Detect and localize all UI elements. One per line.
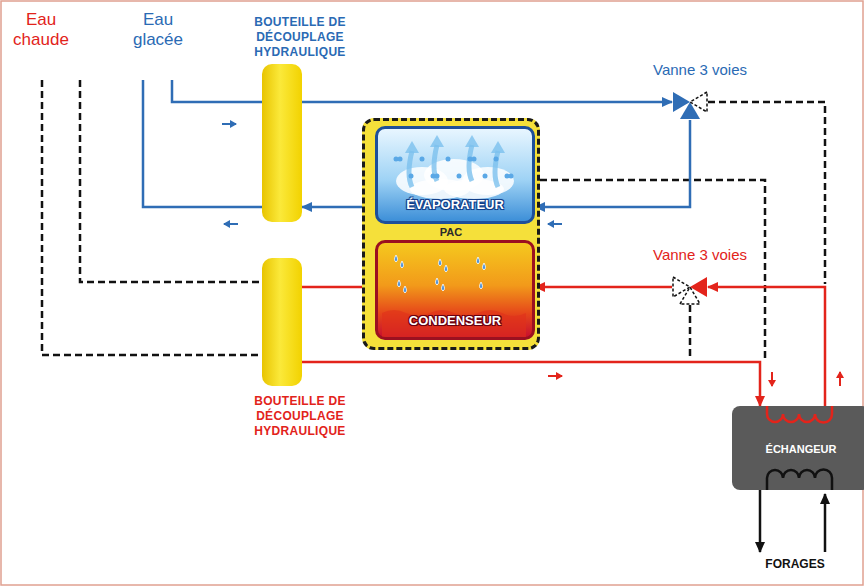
dashed-line (42, 80, 262, 355)
borehole-pipe (824, 494, 827, 552)
illustration (672, 84, 708, 120)
component-label: Vanne 3 voies (650, 61, 750, 78)
dashed-line (80, 80, 262, 282)
droplet (509, 174, 514, 179)
droplet (477, 257, 480, 264)
illustration (672, 269, 708, 305)
flow-arrow (548, 375, 562, 377)
droplet (436, 278, 439, 285)
condenser-box: CONDENSEUR (375, 240, 535, 340)
box-label: ÉCHANGEUR (732, 442, 864, 456)
droplet (472, 157, 477, 162)
evaporator-box: ÉVAPORATEUR (375, 126, 535, 224)
droplet (401, 261, 404, 268)
coil (767, 470, 832, 491)
droplet (395, 255, 398, 262)
pipe (143, 80, 262, 207)
flow-arrow (839, 372, 841, 386)
vapour-arrow (491, 141, 505, 153)
coil (767, 406, 832, 423)
droplet (480, 282, 483, 289)
text-label: FORAGES (752, 557, 838, 572)
droplet (398, 280, 401, 287)
pipe-connector (302, 362, 760, 406)
text-label: Eau chaude (10, 10, 72, 50)
flow-arrow (224, 223, 238, 225)
pipe-connector (302, 101, 672, 104)
droplet (483, 174, 488, 179)
borehole-pipe (759, 490, 762, 552)
droplet (404, 286, 407, 293)
box-label: PAC (365, 225, 537, 239)
vapour-arrow (430, 135, 444, 147)
component-label: BOUTEILLE DE DÉCOUPLAGE HYDRAULIQUE (248, 15, 352, 60)
vapour-arrow (495, 151, 498, 187)
text-label: Eau glacée (128, 10, 188, 50)
valve-triangle (690, 92, 707, 112)
droplet (409, 174, 414, 179)
component-label: Vanne 3 voies (650, 246, 750, 263)
dashed-line (689, 305, 692, 359)
pipe-connector (535, 120, 690, 207)
component-label: BOUTEILLE DE DÉCOUPLAGE HYDRAULIQUE (248, 394, 352, 439)
box-label: ÉVAPORATEUR (378, 197, 532, 213)
pipe-connector (535, 286, 672, 289)
vapour-arrow (465, 135, 479, 147)
decoupling-bottle: BOUTEILLE DE DÉCOUPLAGE HYDRAULIQUE (262, 64, 302, 222)
droplet (439, 259, 442, 266)
valve-triangle (690, 277, 707, 297)
droplet (446, 157, 451, 162)
vapour-arrow (469, 145, 472, 181)
flow-arrow (548, 223, 562, 225)
droplet (420, 157, 425, 162)
flow-arrow (771, 372, 773, 386)
flow-arrow (222, 123, 236, 125)
vapour-arrow (409, 151, 412, 187)
heat-pump-box: PAC ÉVAPORATEUR CONDENSEUR (362, 118, 540, 350)
pipe (172, 80, 262, 102)
three-way-valve: Vanne 3 voies (672, 269, 708, 305)
droplet (442, 284, 445, 291)
droplet (435, 174, 440, 179)
droplet (494, 157, 499, 162)
pipe-connector (708, 287, 825, 406)
droplet (398, 157, 403, 162)
droplet (483, 263, 486, 270)
three-way-valve: Vanne 3 voies (672, 84, 708, 120)
box-label: CONDENSEUR (378, 313, 532, 329)
droplet (445, 265, 448, 272)
vapour-arrow (405, 141, 419, 153)
droplet (457, 174, 462, 179)
decoupling-bottle: BOUTEILLE DE DÉCOUPLAGE HYDRAULIQUE (262, 258, 302, 386)
heat-exchanger: ÉCHANGEUR (732, 406, 864, 490)
